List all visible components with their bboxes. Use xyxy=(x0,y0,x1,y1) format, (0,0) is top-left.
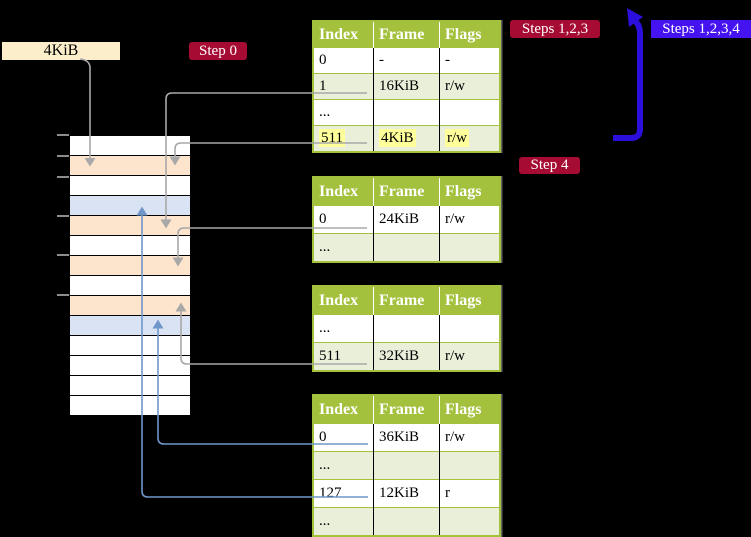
column-header-flags: Flags xyxy=(439,286,500,315)
column-header-frame: Frame xyxy=(373,395,440,424)
page-table-cell: r/w xyxy=(439,125,500,152)
page-table-cell xyxy=(373,314,440,343)
memory-frame-white xyxy=(70,356,190,376)
highlighted-value: 4KiB xyxy=(379,129,416,147)
column-header-flags: Flags xyxy=(439,177,500,206)
memory-frame-white xyxy=(70,396,190,416)
memory-frame-white xyxy=(70,336,190,356)
highlighted-value: 511 xyxy=(319,129,345,147)
column-header-frame: Frame xyxy=(373,21,440,48)
memory-frame-peach xyxy=(70,296,190,316)
memory-strip xyxy=(70,135,190,416)
memory-frame-blue xyxy=(70,196,190,216)
page-table-cell: 1 xyxy=(313,73,374,100)
column-header-flags: Flags xyxy=(439,395,500,424)
page-table-cell: ... xyxy=(313,314,374,343)
steps-merge-arrowhead xyxy=(627,8,643,27)
page-table-cell xyxy=(439,451,500,480)
page-table-cell xyxy=(439,507,500,536)
memory-tick xyxy=(57,254,69,256)
page-table-cell: ... xyxy=(313,233,374,262)
page-table-cell: 0 xyxy=(313,47,374,74)
page-table-cell: - xyxy=(373,47,440,74)
page-table-cell xyxy=(373,233,440,262)
memory-frame-white xyxy=(70,176,190,196)
page-table-cell: 0 xyxy=(313,423,374,452)
page-table-cell: 12KiB xyxy=(373,479,440,508)
page-table-cell: r/w xyxy=(439,73,500,100)
memory-tick xyxy=(57,294,69,296)
page-table-cell: 36KiB xyxy=(373,423,440,452)
page-table-cell: r xyxy=(439,479,500,508)
page-table-cell xyxy=(373,507,440,536)
memory-tick xyxy=(57,215,69,217)
page-table-cell xyxy=(373,451,440,480)
page-table-cell xyxy=(439,314,500,343)
steps-123-label: Steps 1,2,3 xyxy=(510,20,600,38)
page-table-cell: 16KiB xyxy=(373,73,440,100)
page-table-cell: 32KiB xyxy=(373,342,440,371)
step-4-label: Step 4 xyxy=(519,157,580,174)
page-table-cell: 511 xyxy=(313,125,374,152)
memory-frame-white xyxy=(70,376,190,396)
page-table-row: ... xyxy=(313,507,500,536)
memory-frame-peach xyxy=(70,216,190,236)
memory-tick xyxy=(57,134,69,136)
page-table-cell xyxy=(439,99,500,126)
column-header-flags: Flags xyxy=(439,21,500,48)
page-table-row: ... xyxy=(313,314,500,343)
page-table-cell: 511 xyxy=(313,342,374,371)
memory-tick xyxy=(57,176,69,178)
page-table-cell xyxy=(373,99,440,126)
page-table-row: ... xyxy=(313,233,500,262)
highlighted-value: r/w xyxy=(445,129,469,147)
steps-1234-label: Steps 1,2,3,4 xyxy=(651,20,751,38)
page-table-cell: - xyxy=(439,47,500,74)
page-table-cell: 4KiB xyxy=(373,125,440,152)
page-table-cell: r/w xyxy=(439,423,500,452)
column-header-index: Index xyxy=(313,21,374,48)
column-header-index: Index xyxy=(313,395,374,424)
memory-frame-blue xyxy=(70,316,190,336)
page-table-cell: ... xyxy=(313,507,374,536)
page-table-cell: 24KiB xyxy=(373,205,440,234)
column-header-frame: Frame xyxy=(373,286,440,315)
page-table-cell: r/w xyxy=(439,205,500,234)
memory-frame-peach xyxy=(70,156,190,176)
page-table-cell: ... xyxy=(313,99,374,126)
page-table-cell: r/w xyxy=(439,342,500,371)
steps-merge-arrow xyxy=(613,18,643,141)
page-table-row: 0-- xyxy=(313,47,500,74)
page-table-cell: ... xyxy=(313,451,374,480)
column-header-frame: Frame xyxy=(373,177,440,206)
column-header-index: Index xyxy=(313,177,374,206)
memory-frame-white xyxy=(70,276,190,296)
memory-tick xyxy=(57,155,69,157)
page-table-cell xyxy=(439,233,500,262)
memory-frame-white xyxy=(70,236,190,256)
page-table-row: ... xyxy=(313,451,500,480)
page-table-row: 511 4KiB r/w xyxy=(313,125,500,152)
page-table-cell: 0 xyxy=(313,205,374,234)
frame-size-label: 4KiB xyxy=(2,42,120,60)
memory-frame-white xyxy=(70,136,190,156)
step-0-label: Step 0 xyxy=(189,42,247,60)
memory-frame-peach xyxy=(70,256,190,276)
column-header-index: Index xyxy=(313,286,374,315)
page-table-cell: 127 xyxy=(313,479,374,508)
page-table-row: ... xyxy=(313,99,500,126)
